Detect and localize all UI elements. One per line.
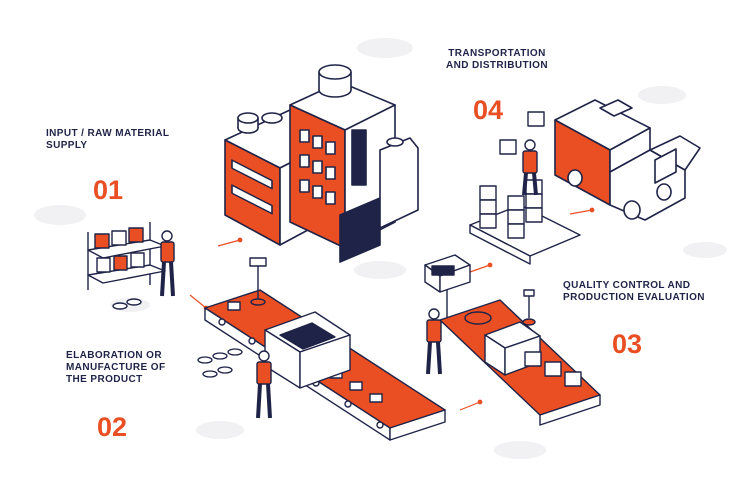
shelf-icon: [87, 222, 166, 310]
step-4-number: 04: [473, 95, 504, 125]
step-1-label: INPUT / RAW MATERIAL SUPPLY: [46, 128, 170, 151]
step-4-label: TRANSPORTATION AND DISTRIBUTION: [446, 48, 548, 71]
drums-icon: [197, 348, 243, 378]
factory-icon: [224, 64, 419, 263]
worker-icon: [522, 139, 538, 196]
step-3-number: 03: [612, 329, 643, 359]
worker-icon: [160, 230, 175, 297]
step-1-number: 01: [93, 175, 124, 205]
boxes-icon: [469, 111, 581, 265]
worker-icon: [256, 350, 272, 419]
press-machine-icon: [249, 257, 351, 389]
step-2-number: 02: [97, 412, 128, 442]
inspection-machine-icon: [424, 254, 601, 426]
connector-arrows: [189, 207, 595, 411]
truck-icon: [554, 99, 701, 221]
step-2-label: ELABORATION OR MANUFACTURE OF THE PRODUC…: [66, 350, 166, 385]
step-3-label: QUALITY CONTROL AND PRODUCTION EVALUATIO…: [563, 280, 705, 303]
worker-icon: [426, 308, 442, 375]
